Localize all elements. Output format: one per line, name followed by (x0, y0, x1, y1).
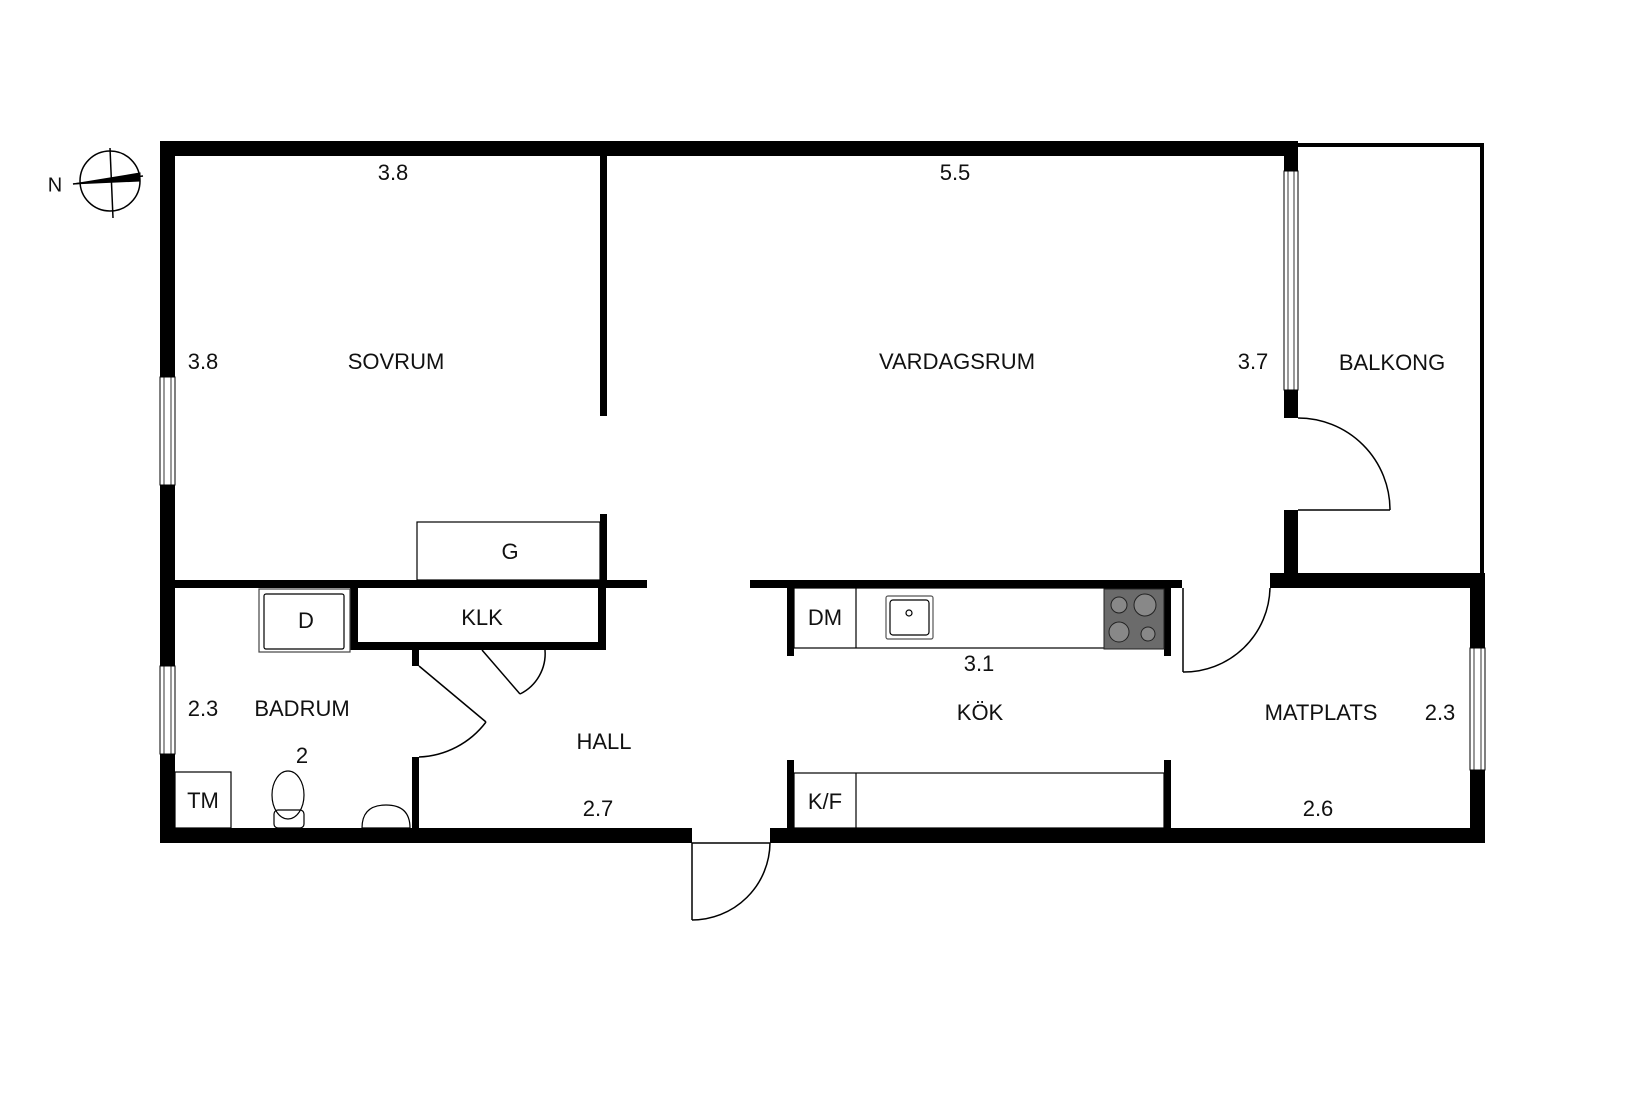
matplats-depth: 2.3 (1424, 700, 1456, 725)
fixture-garderob: G (501, 539, 519, 564)
balcony-outline (1298, 143, 1484, 575)
fixture-tvattmaskin: TM (187, 788, 219, 813)
room-label-balkong: BALKONG (1338, 350, 1446, 375)
vardagsrum-width: 5.5 (939, 160, 971, 185)
fixture-diskmaskin: DM (807, 605, 843, 630)
compass-north-label: N (47, 174, 63, 197)
fixture-kyl-frys: K/F (807, 789, 843, 814)
sovrum-width: 3.8 (377, 160, 409, 185)
stove-icon (1103, 588, 1165, 650)
room-label-vardagsrum: VARDAGSRUM (878, 349, 1036, 374)
room-label-matplats: MATPLATS (1264, 700, 1378, 725)
badrum-width: 2 (295, 743, 309, 768)
hall-width: 2.7 (582, 796, 614, 821)
fixtures (174, 521, 1165, 829)
room-label-kok: KÖK (956, 700, 1004, 725)
matplats-width: 2.6 (1302, 796, 1334, 821)
walls (160, 141, 1485, 843)
windows (159, 170, 1486, 771)
doors (418, 417, 1391, 921)
room-label-badrum: BADRUM (254, 696, 350, 721)
room-label-sovrum: SOVRUM (347, 349, 445, 374)
fixture-dusch: D (298, 608, 314, 633)
compass-icon (72, 147, 144, 219)
badrum-depth: 2.3 (187, 696, 219, 721)
vardagsrum-depth: 3.7 (1237, 349, 1269, 374)
sovrum-depth: 3.8 (187, 349, 219, 374)
kok-width: 3.1 (963, 651, 995, 676)
fixture-klk: KLK (461, 605, 503, 630)
room-label-hall: HALL (576, 729, 632, 754)
